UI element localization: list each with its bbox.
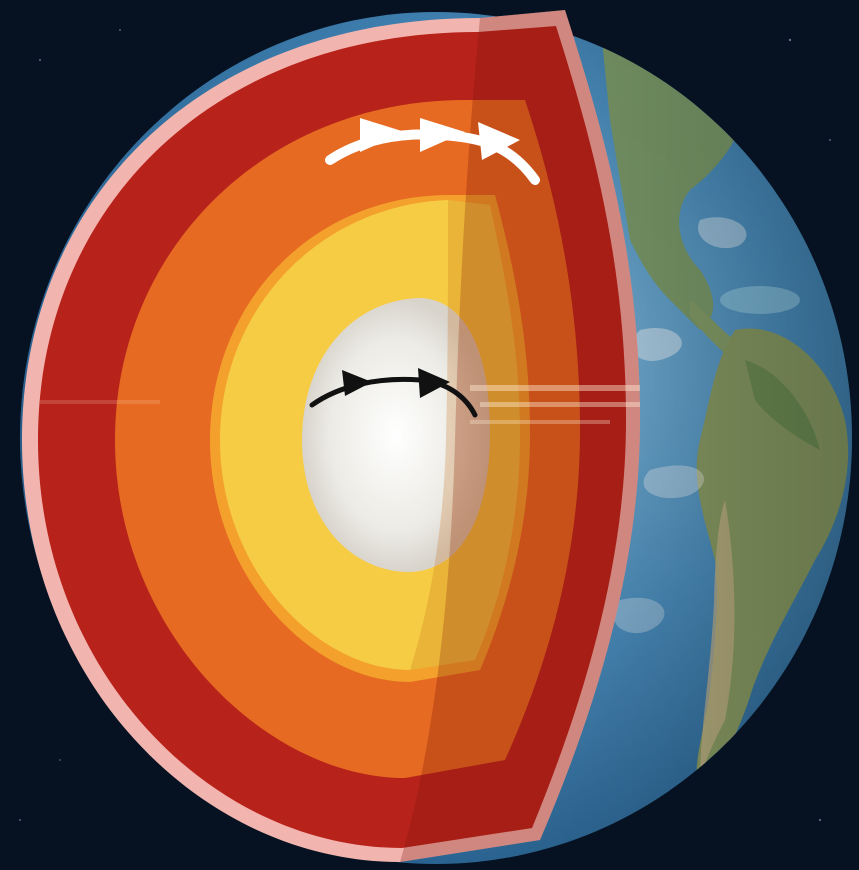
core-glow-streaks <box>40 385 640 424</box>
cutaway-left-face <box>22 10 640 862</box>
triple-arrow-curve-icon <box>325 118 540 185</box>
double-arrow-curve-icon <box>309 368 478 418</box>
star-field <box>19 29 831 822</box>
inner-core-layer <box>302 298 490 572</box>
